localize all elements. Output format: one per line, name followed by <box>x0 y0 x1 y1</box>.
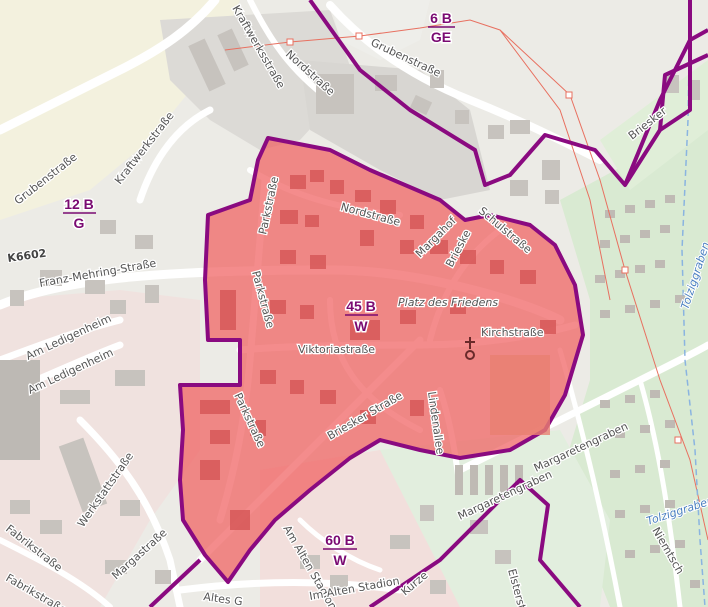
zone-12b-top: 12 B <box>64 196 94 212</box>
zone-60b-top: 60 B <box>325 532 355 548</box>
zone-boundaries <box>148 0 708 607</box>
street-label: Altes G <box>203 590 244 607</box>
street-label: Viktoriastraße <box>298 343 375 356</box>
zone-45b-top: 45 B <box>346 298 376 314</box>
zone-6b-boundary <box>308 0 692 187</box>
zone-6b-top: 6 B <box>430 10 452 26</box>
zone-45b-bottom: W <box>354 318 368 334</box>
zone-label-45b: 45 B W <box>345 297 378 336</box>
zone-6b-bottom: GE <box>431 29 451 45</box>
buildings-layer <box>0 28 700 594</box>
street-label: K6602 <box>7 247 48 265</box>
church-icon <box>465 337 475 360</box>
zone-12b-bottom: G <box>74 215 85 231</box>
zone-right-boundary-2 <box>658 53 708 131</box>
rail-lines-layer <box>224 19 708 541</box>
zone-60b-bottom: W <box>333 552 347 568</box>
tolziggraben-stream <box>681 0 706 607</box>
zone-45b-area[interactable] <box>178 136 585 584</box>
zone-bottom-boundary <box>368 478 582 607</box>
zone-45b-buildings <box>200 170 556 530</box>
zone-label-6b: 6 B GE <box>428 9 455 47</box>
zone-bottom-boundary-2 <box>148 558 202 607</box>
zone-label-60b: 60 B W <box>323 531 357 570</box>
street-label: Platz des Friedens <box>398 296 498 309</box>
street-label: Kirchstraße <box>481 326 544 339</box>
zone-label-12b: 12 B G <box>63 195 96 233</box>
